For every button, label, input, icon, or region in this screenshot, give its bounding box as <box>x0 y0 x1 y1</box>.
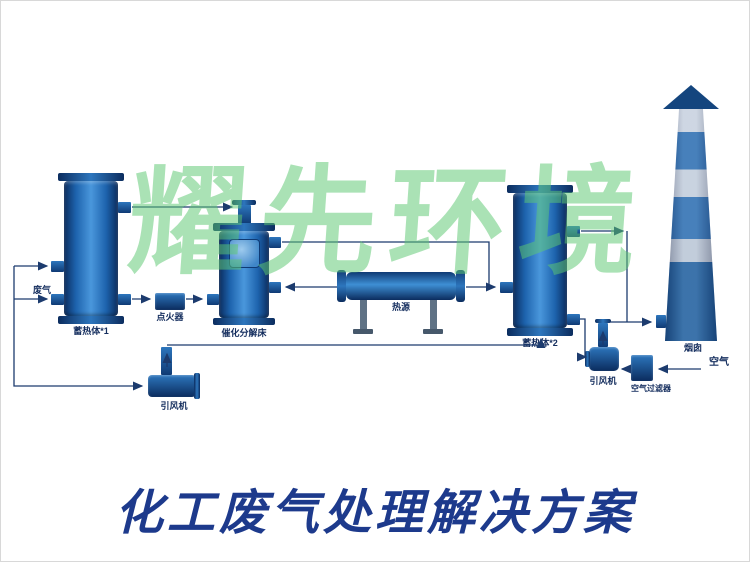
regenerator-2-nozzle-right-low <box>567 314 580 325</box>
heat-source-leg-right <box>430 300 437 329</box>
catalytic-bed-flange-bottom <box>213 318 275 325</box>
chimney-inlet-stub <box>656 315 666 328</box>
regenerator-1-nozzle-left-2 <box>51 294 64 305</box>
catalytic-bed-pipe-flange <box>232 200 256 205</box>
draft-fan-right-riser-flange <box>595 319 611 323</box>
regenerator-2-nozzle-right-top <box>567 226 580 237</box>
catalytic-bed-nozzle-left <box>207 294 219 305</box>
regenerator-2-label: 蓄热体*2 <box>522 338 558 348</box>
igniter-box <box>155 293 185 310</box>
regenerator-1-label: 蓄热体*1 <box>73 326 109 336</box>
catalytic-bed-flange-top <box>213 223 275 231</box>
draft-fan-bottom-label: 引风机 <box>160 401 188 411</box>
air-filter-label: 空气过滤器 <box>631 384 671 393</box>
chimney-label: 烟囱 <box>683 343 702 353</box>
draft-fan-right-inlet-flange <box>585 351 590 367</box>
watermark-text: 耀先环境 <box>124 152 654 291</box>
regenerator-1-flange-bottom <box>58 316 124 324</box>
heat-source-foot-right <box>423 329 443 334</box>
heat-source-label: 热源 <box>391 302 410 312</box>
regenerator-1-nozzle-right-mid <box>118 294 131 305</box>
draft-fan-bottom-flange <box>194 373 200 399</box>
draft-fan-right-label: 引风机 <box>589 376 617 386</box>
air-filter-box <box>631 355 653 381</box>
regenerator-1-nozzle-left-1 <box>51 261 64 272</box>
regenerator-1-vessel <box>64 181 118 316</box>
regenerator-2-flange-top <box>507 185 573 193</box>
catalytic-bed-nozzle-right-mid <box>269 282 281 293</box>
heat-source-cap-right <box>456 270 465 302</box>
draft-fan-right-body <box>589 347 619 371</box>
catalytic-bed-top-pipe <box>238 205 251 224</box>
draft-fan-bottom-riser <box>161 347 172 375</box>
catalytic-bed-label: 催化分解床 <box>221 328 267 338</box>
heat-source-vessel <box>346 272 456 300</box>
heat-source-leg-left <box>360 300 367 329</box>
regenerator-2-nozzle-left <box>500 282 513 293</box>
chimney-body <box>665 109 717 341</box>
chimney-cap <box>663 85 719 109</box>
regenerator-2-flange-bottom <box>507 328 573 336</box>
air-label: 空气 <box>709 357 729 368</box>
heat-source-foot-left <box>353 329 373 334</box>
regenerator-1-nozzle-right-top <box>118 202 131 213</box>
igniter-label: 点火器 <box>156 312 184 322</box>
page-title: 化工废气处理解决方案 <box>114 487 635 540</box>
regenerator-1-flange-top <box>58 173 124 181</box>
catalytic-bed-nozzle-right-top <box>269 237 281 248</box>
chimney-shading <box>665 109 717 341</box>
draft-fan-right-riser <box>598 323 608 347</box>
regenerator-2-vessel <box>513 193 567 328</box>
waste-gas-label: 废气 <box>32 285 51 295</box>
catalytic-bed-window <box>229 239 260 268</box>
heat-source-cap-left <box>337 270 346 302</box>
draft-fan-bottom-body <box>148 375 196 397</box>
